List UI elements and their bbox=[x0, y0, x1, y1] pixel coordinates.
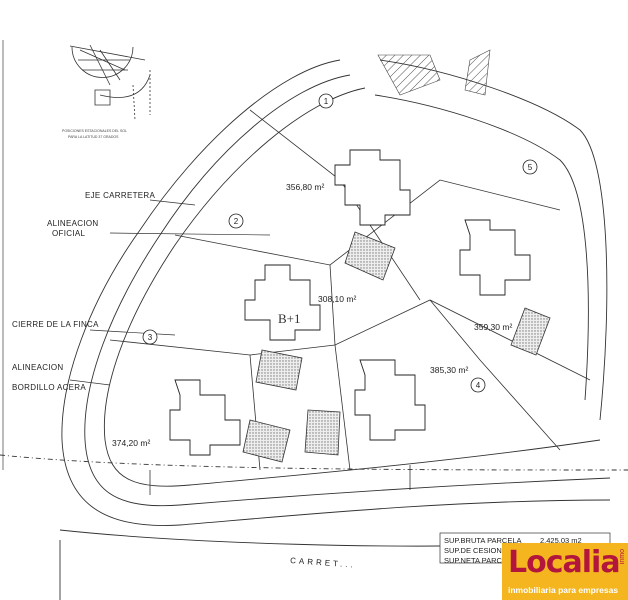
house-lot-1 bbox=[334, 149, 411, 226]
house-lot-5 bbox=[459, 219, 531, 296]
sun-caption-1: POSICIONES ESTACIONALES DEL SOL bbox=[62, 129, 127, 133]
callout-lines bbox=[69, 199, 271, 386]
house-lot-4 bbox=[354, 359, 426, 441]
lot-number-3: 3 bbox=[148, 333, 153, 342]
logo-tag: inmo bbox=[619, 549, 626, 565]
lot-number-2: 2 bbox=[234, 217, 239, 226]
sun-diagram bbox=[69, 44, 151, 121]
house-lot-2 bbox=[244, 264, 321, 341]
table-row-label: SUP.BRUTA PARCELA bbox=[444, 536, 522, 545]
lot-area-2: 308,10 m² bbox=[318, 294, 356, 304]
lot-area-1: 356,80 m² bbox=[286, 182, 324, 192]
sun-caption-2: PARA LA LATITUD 37 GRADOS bbox=[68, 135, 119, 139]
lot-area-5: 359,30 m² bbox=[474, 322, 512, 332]
logo-subtitle: inmobiliaria para empresas bbox=[508, 585, 619, 595]
slope-hatch bbox=[377, 54, 441, 96]
localia-logo: Localia inmo inmobiliaria para empresas bbox=[502, 543, 628, 600]
label-alineacion-bordillo: ALINEACION bbox=[12, 363, 63, 372]
label-alineacion-oficial-2: OFICIAL bbox=[52, 229, 85, 238]
lot-area-4: 385,30 m² bbox=[430, 365, 468, 375]
lot-number-4: 4 bbox=[476, 381, 481, 390]
table-row-label: SUP.NETA PARC bbox=[444, 556, 503, 565]
lot-area-3: 374,20 m² bbox=[112, 438, 150, 448]
slope-hatch bbox=[464, 49, 491, 96]
lot-number-circles bbox=[142, 93, 538, 393]
house-lot-3 bbox=[169, 379, 241, 456]
lot-number-1: 1 bbox=[324, 97, 329, 106]
label-bordillo-acera: BORDILLO ACERA bbox=[12, 383, 86, 392]
pools bbox=[242, 231, 551, 463]
label-carretera: CARRET... bbox=[290, 556, 356, 570]
house-footprints bbox=[169, 149, 531, 456]
logo-name: Localia bbox=[508, 545, 621, 580]
lot-number-5: 5 bbox=[528, 163, 533, 172]
label-alineacion-oficial: ALINEACION bbox=[47, 219, 98, 228]
label-eje-carretera: EJE CARRETERA bbox=[85, 191, 155, 200]
label-cierre-finca: CIERRE DE LA FINCA bbox=[12, 320, 99, 329]
table-row-value: 2.425,03 m2 bbox=[540, 536, 582, 545]
table-row-label: SUP.DE CESION bbox=[444, 546, 502, 555]
building-height: B+1 bbox=[278, 311, 301, 326]
